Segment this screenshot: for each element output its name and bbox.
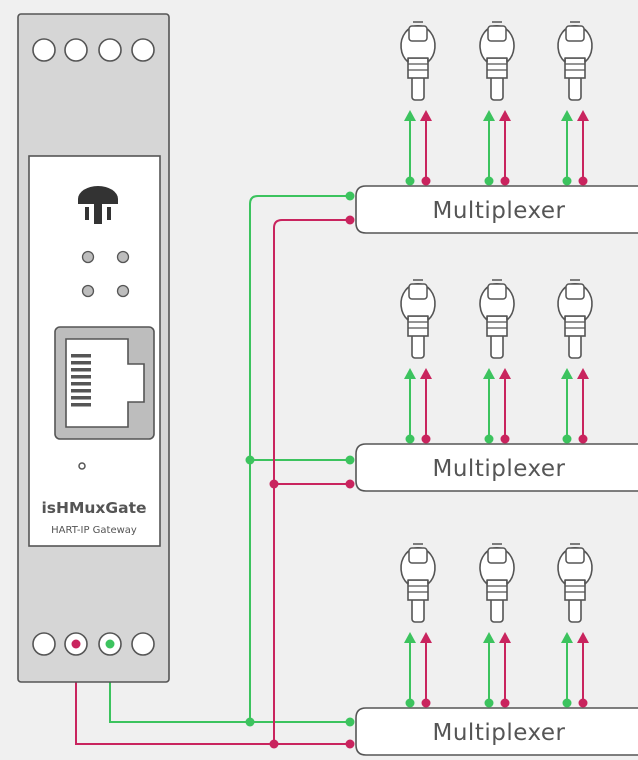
- tower-shield-logo-icon: [78, 186, 118, 224]
- top-terminal-row: [32, 38, 155, 62]
- terminal-4: [131, 38, 155, 62]
- up-arrow-icon: [404, 368, 416, 379]
- bottom-terminal-row: [32, 632, 155, 656]
- pressure-transmitter-icon: [400, 543, 436, 623]
- red-connection-dot: [269, 479, 279, 489]
- up-arrow-icon: [499, 632, 511, 643]
- port-pin: [71, 396, 91, 400]
- green-connection-dot: [345, 191, 355, 201]
- multiplexer-label: Multiplexer: [433, 198, 566, 224]
- up-arrow-icon: [483, 632, 495, 643]
- up-arrow-icon: [561, 632, 573, 643]
- up-arrow-icon: [577, 368, 589, 379]
- up-arrow-icon: [577, 110, 589, 121]
- red-connection-dot: [345, 739, 355, 749]
- port-pin: [71, 361, 91, 365]
- red-connection-dot: [500, 176, 510, 186]
- pressure-transmitter-icon: [557, 279, 593, 359]
- up-arrow-icon: [483, 110, 495, 121]
- port-pin: [71, 368, 91, 372]
- status-led-3: [81, 284, 95, 298]
- green-connection-dot: [245, 717, 255, 727]
- up-arrow-icon: [577, 632, 589, 643]
- green-bus-wire: [249, 195, 350, 722]
- port-pin: [71, 403, 91, 407]
- red-connection-dot: [578, 176, 588, 186]
- up-arrow-icon: [404, 632, 416, 643]
- pressure-transmitter-icon: [479, 21, 515, 101]
- device-name: isHMuxGate: [41, 499, 146, 517]
- green-connection-dot: [484, 698, 494, 708]
- status-led-2: [116, 250, 130, 264]
- pressure-transmitter-icon: [400, 21, 436, 101]
- up-arrow-icon: [561, 368, 573, 379]
- red-connection-dot: [345, 215, 355, 225]
- green-connection-dot: [562, 698, 572, 708]
- green-connection-dot: [405, 176, 415, 186]
- multiplexer-label: Multiplexer: [433, 456, 566, 482]
- pressure-transmitter-icon: [557, 543, 593, 623]
- up-arrow-icon: [561, 110, 573, 121]
- gateway-device: isHMuxGate HART-IP Gateway: [17, 13, 170, 683]
- pressure-transmitter-icon: [557, 21, 593, 101]
- device-subtitle: HART-IP Gateway: [51, 525, 137, 536]
- port-pin: [71, 354, 91, 358]
- pressure-transmitter-icon: [400, 279, 436, 359]
- reset-hole: [78, 462, 86, 470]
- port-pin: [71, 382, 91, 386]
- red-connection-dot: [578, 698, 588, 708]
- red-connection-dot: [421, 176, 431, 186]
- terminal-2: [64, 38, 88, 62]
- terminal-5: [32, 632, 56, 656]
- status-led-1: [81, 250, 95, 264]
- red-connection-dot: [345, 479, 355, 489]
- green-connection-dot: [484, 434, 494, 444]
- terminal-8: [131, 632, 155, 656]
- green-connection-dot: [405, 434, 415, 444]
- green-connection-dot: [345, 455, 355, 465]
- up-arrow-icon: [420, 632, 432, 643]
- port-pin: [71, 389, 91, 393]
- port-pin: [71, 375, 91, 379]
- status-leds: [81, 250, 130, 298]
- wire-connection-dots: [71, 191, 355, 749]
- multiplexer-label: Multiplexer: [433, 720, 566, 746]
- red-connection-dot: [500, 698, 510, 708]
- up-arrow-icon: [420, 110, 432, 121]
- green-connection-dot: [484, 176, 494, 186]
- up-arrow-icon: [499, 368, 511, 379]
- multiplexer-group: Multiplexer: [355, 279, 638, 492]
- up-arrow-icon: [499, 110, 511, 121]
- red-connection-dot: [578, 434, 588, 444]
- multiplexer-box: [355, 185, 638, 234]
- terminal-1: [32, 38, 56, 62]
- green-connection-dot: [405, 698, 415, 708]
- green-connection-dot: [345, 717, 355, 727]
- up-arrow-icon: [483, 368, 495, 379]
- pressure-transmitter-icon: [479, 543, 515, 623]
- green-connection-dot: [562, 176, 572, 186]
- pressure-transmitter-icon: [479, 279, 515, 359]
- red-connection-dot: [421, 434, 431, 444]
- red-connection-dot: [269, 739, 279, 749]
- red-connection-dot: [500, 434, 510, 444]
- red-connection-dot: [71, 639, 81, 649]
- green-connection-dot: [245, 455, 255, 465]
- green-connection-dot: [105, 639, 115, 649]
- terminal-3: [98, 38, 122, 62]
- green-connection-dot: [562, 434, 572, 444]
- red-bus-wire: [273, 219, 350, 744]
- rj45-ethernet-port-icon: [54, 326, 155, 440]
- up-arrow-icon: [420, 368, 432, 379]
- multiplexer-box: [355, 707, 638, 756]
- multiplexer-group: Multiplexer: [355, 543, 638, 756]
- status-led-4: [116, 284, 130, 298]
- multiplexer-box: [355, 443, 638, 492]
- red-connection-dot: [421, 698, 431, 708]
- multiplexer-group: Multiplexer: [355, 21, 638, 234]
- up-arrow-icon: [404, 110, 416, 121]
